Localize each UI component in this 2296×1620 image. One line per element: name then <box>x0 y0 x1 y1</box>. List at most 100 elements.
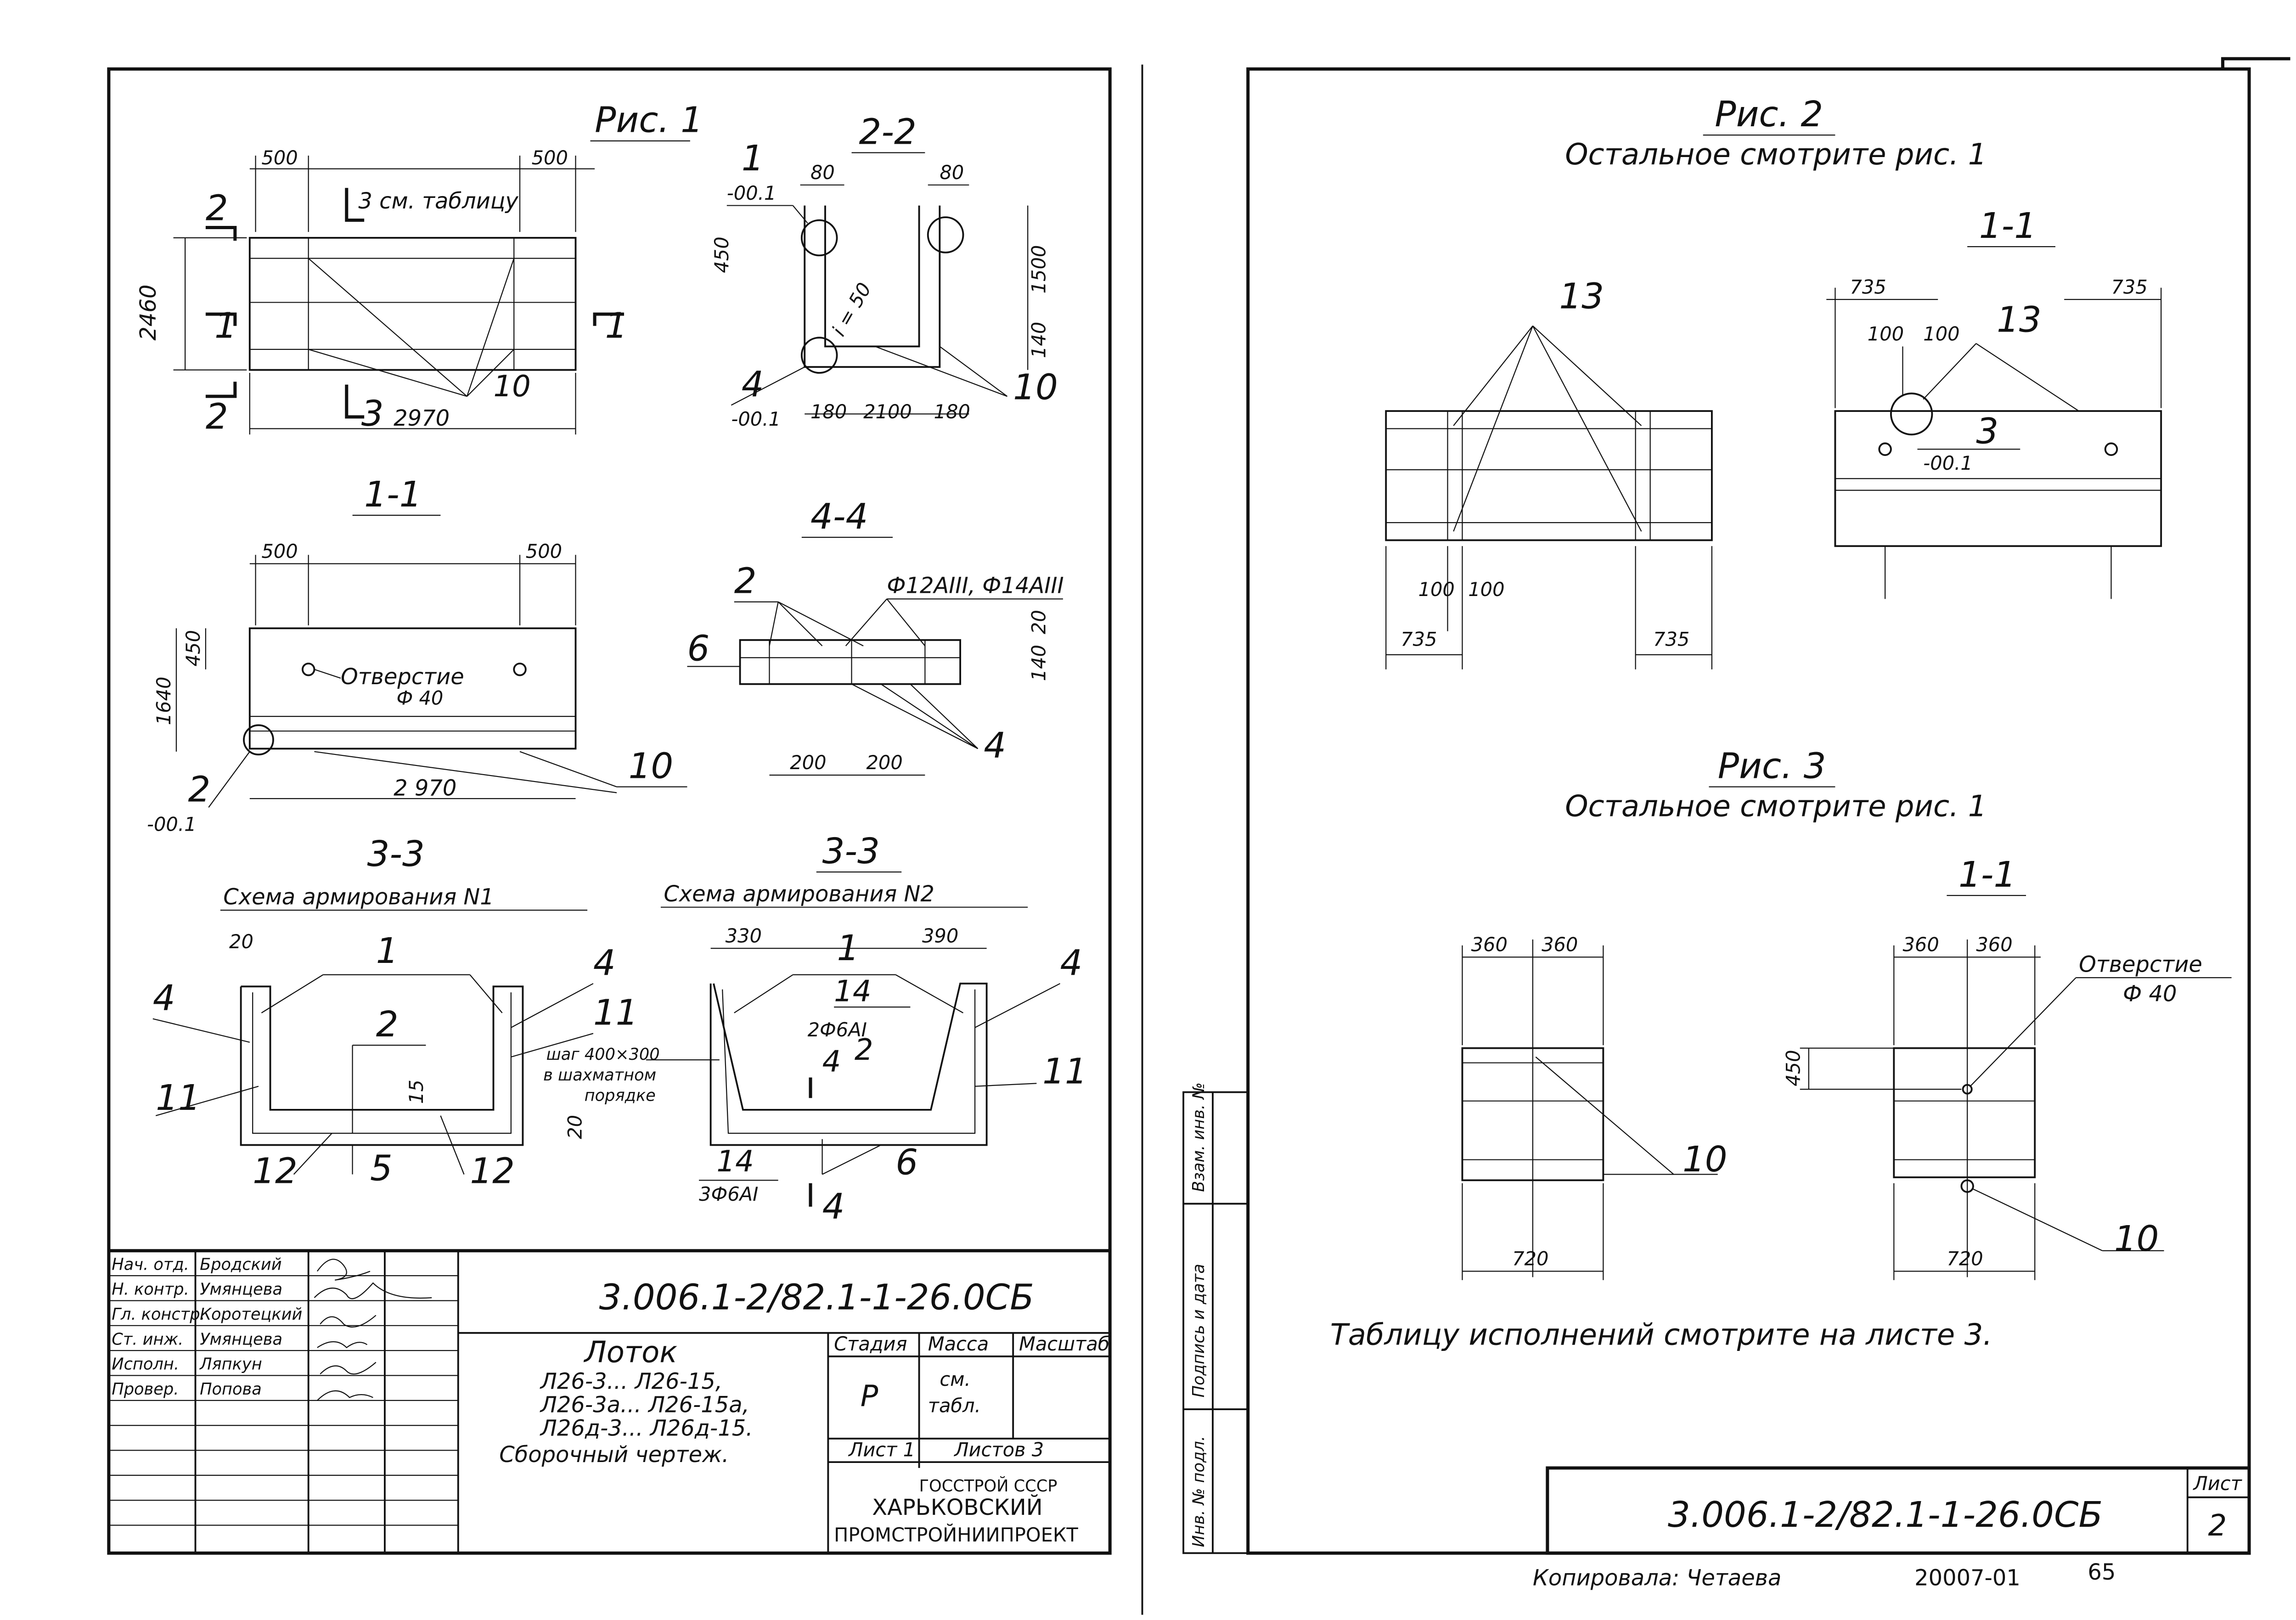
s33b-pos-11: 11 <box>1042 1051 1087 1092</box>
fig1-mark-1-left: 1 <box>214 305 237 346</box>
fig2-view-left: 13 100 100 735 735 <box>1385 276 1713 669</box>
fig1-mark-2-top: 2 <box>206 188 228 229</box>
fig3-pos-10b: 10 <box>2114 1219 2159 1260</box>
fig2-note: Остальное смотрите рис. 1 <box>1565 138 1986 172</box>
fig2-dim-100b: 100 <box>1468 578 1504 601</box>
section-1-1-title: 1-1 <box>364 474 422 515</box>
fig1-plan: Рис. 1 500 500 2460 2970 2 2 1 1 <box>135 100 703 438</box>
s22-pos-1: 1 <box>742 138 764 179</box>
s11-dim-2970: 2 970 <box>394 776 456 801</box>
fig1-dim-500a: 500 <box>261 146 298 169</box>
s11-pos-2-level: -00.1 <box>147 813 197 835</box>
s11-dim-500a: 500 <box>261 540 298 562</box>
stamp-h-scale: Масштаб <box>1019 1333 1109 1355</box>
right-sheet-no: 2 <box>2208 1509 2227 1543</box>
s33b-title: 3-3 <box>822 831 880 872</box>
stamp-org-3: ПРОМСТРОЙНИИПРОЕКТ <box>834 1524 1078 1546</box>
s22-dim-80a: 80 <box>810 161 835 184</box>
fig3-view-right: 360 360 450 Отверстие Ф 40 720 10 <box>1782 934 2232 1280</box>
s44-dim-200b: 200 <box>866 751 902 774</box>
stamp-h-stage: Стадия <box>834 1333 907 1355</box>
s11-dim-450: 450 <box>182 630 204 666</box>
s33a-pos-11b: 11 <box>593 992 638 1033</box>
stamp-desc-4: Сборочный чертеж. <box>499 1442 729 1468</box>
fig3-dim-360c: 360 <box>1903 934 1939 956</box>
s11-dim-1640: 1640 <box>152 677 175 726</box>
s33a-pos-1: 1 <box>376 931 399 972</box>
fig2-view-right: 735 735 100 100 13 3 -00.1 <box>1826 276 2162 599</box>
stamp-name-4: Ляпкун <box>199 1355 262 1374</box>
s22-dim-180a: 180 <box>810 400 847 423</box>
right-sheet: Рис. 2 Остальное смотрите рис. 1 1-1 13 … <box>1182 57 2290 1591</box>
fig3-dim-360a: 360 <box>1471 934 1508 956</box>
s33b-pos-6: 6 <box>895 1142 918 1183</box>
fig2-pos-13a: 13 <box>1559 276 1604 317</box>
s33a-dim-20b: 20 <box>563 1115 586 1139</box>
fig2-dim-735c: 735 <box>1850 276 1886 298</box>
section-4-4-title: 4-4 <box>810 496 868 537</box>
fig3-pos-10a: 10 <box>1683 1139 1728 1180</box>
s44-rebar: Ф12АIII, Ф14АIII <box>887 573 1064 599</box>
s33a-pos-4a: 4 <box>153 978 175 1018</box>
s33a-title: 3-3 <box>367 834 425 875</box>
fig3-dim-360b: 360 <box>1542 934 1578 956</box>
s22-dim-1500: 1500 <box>1028 245 1050 294</box>
stamp-h-mass: Масса <box>928 1333 989 1355</box>
fig2-dim-100c: 100 <box>1868 323 1904 345</box>
fig1-dim-2970: 2970 <box>394 405 450 431</box>
s22-node-1 <box>800 219 838 257</box>
fig2-pos-3: 3 <box>1976 411 1998 452</box>
s33b-step3: порядке <box>585 1086 656 1105</box>
s22-pos-4-level: -00.1 <box>731 408 781 430</box>
s22-dim-140: 140 <box>1028 322 1050 358</box>
s33b-pos-14: 14 <box>834 974 871 1008</box>
s33a-dim-20: 20 <box>229 930 253 953</box>
fig2-dim-100a: 100 <box>1418 578 1455 601</box>
stamp-signatures <box>314 1259 432 1401</box>
fig3-view-left: 360 360 720 10 <box>1461 934 1728 1280</box>
right-code: 3.006.1-2/82.1-1-26.0СБ <box>1668 1495 2103 1536</box>
stamp-desc-3: Л26д-3... Л26д-15. <box>540 1416 753 1441</box>
fig1-mark-3-bot: 3 <box>361 394 384 434</box>
s33a-dim-15: 15 <box>405 1080 428 1104</box>
s33b-pos-2: 2 <box>855 1033 873 1067</box>
s22-node-4 <box>800 337 838 374</box>
right-title-block: 3.006.1-2/82.1-1-26.0СБ Лист 2 <box>1546 1466 2251 1555</box>
page-number: 65 <box>2088 1559 2116 1585</box>
s33b-step2: в шахматном <box>543 1066 656 1085</box>
side-sign: Подпись и дата <box>1189 1264 1208 1397</box>
s11-hole-label: Отверстие <box>341 664 464 690</box>
stamp-mass-1: см. <box>940 1368 970 1390</box>
doc-number: 20007-01 <box>1914 1565 2020 1591</box>
section-2-2-title: 2-2 <box>859 112 917 152</box>
s44-pos-4: 4 <box>984 726 1006 766</box>
s33b-step: шаг 400×300 <box>546 1045 660 1064</box>
section-2-2: 2-2 1 -00.1 4 -00.1 80 80 450 1500 140 i… <box>710 112 1058 430</box>
s11-dim-500b: 500 <box>526 540 562 562</box>
section-4-4: 4-4 Ф12АIII, Ф14АIII 2 6 4 20 140 200 20… <box>687 496 1064 776</box>
s11-callout-10: 10 <box>629 746 674 787</box>
side-strip: Инв. № подл. Подпись и дата Взам. инв. № <box>1182 1082 1249 1554</box>
section-1-1: 1-1 500 500 450 1640 Отверстие Ф 40 2 97… <box>147 474 687 835</box>
stamp-desc-2: Л26-3а... Л26-15а, <box>540 1392 749 1418</box>
copied-by: Копировала: Четаева <box>1533 1565 1781 1591</box>
fig3-dim-360d: 360 <box>1976 934 2012 956</box>
stamp-stage: Р <box>861 1380 878 1414</box>
s33a-pos-12b: 12 <box>470 1151 515 1192</box>
s44-pos-6: 6 <box>687 629 709 669</box>
s22-pos-4: 4 <box>742 364 764 405</box>
left-title-block: Нач. отд. Н. контр. Гл. констр. Ст. инж.… <box>108 1249 1110 1553</box>
stamp-sheet: Лист 1 <box>848 1438 915 1461</box>
fig2-dim-735d: 735 <box>2111 276 2147 298</box>
s44-pos-2: 2 <box>734 561 757 602</box>
s22-node-1b <box>927 216 964 253</box>
fig1-dim-2460: 2460 <box>135 285 161 341</box>
section-3-3-n2: 3-3 Схема армирования N2 330 390 1 14 4 … <box>543 831 1087 1227</box>
s44-dim-140: 140 <box>1028 645 1050 681</box>
s33b-dim-390: 390 <box>922 924 958 947</box>
s33a-pos-11a: 11 <box>156 1078 201 1119</box>
stamp-role-2: Гл. констр. <box>112 1305 205 1324</box>
s44-dim-200a: 200 <box>790 751 826 774</box>
s33b-pos-4: 4 <box>1060 943 1082 984</box>
s33b-cut-4-top: 4 <box>822 1045 841 1079</box>
